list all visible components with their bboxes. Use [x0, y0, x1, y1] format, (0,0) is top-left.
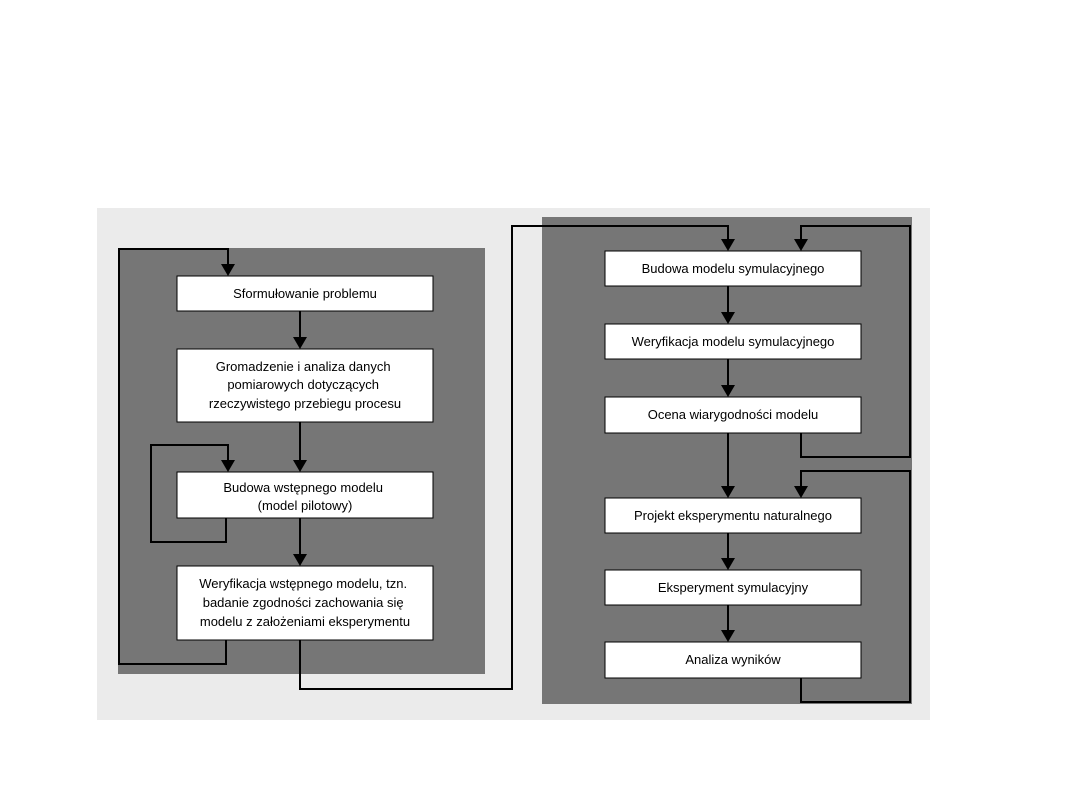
- arrowhead-projekt: [721, 486, 735, 498]
- arrowhead-weryfikacja-wstepnego: [293, 554, 307, 566]
- connector-left-to-right: [299, 225, 729, 690]
- arrowhead-weryfikacja-symulacyjnego: [721, 312, 735, 324]
- arrowhead-projekt-loop: [794, 486, 808, 498]
- loop-line-left-outer: [118, 248, 229, 665]
- arrowhead-analiza: [721, 630, 735, 642]
- loop-line-right-bottom: [800, 470, 911, 703]
- box-projekt-eksperymentu-label: Projekt eksperymentu naturalnego: [634, 508, 832, 523]
- box-analiza-wynikow-label: Analiza wyników: [685, 652, 781, 667]
- arrowhead-gromadzenie: [293, 337, 307, 349]
- box-analiza-wynikow: [604, 641, 862, 679]
- box-budowa-symulacyjnego: [604, 250, 862, 287]
- box-weryfikacja-symulacyjnego-label: Weryfikacja modelu symulacyjnego: [632, 334, 835, 349]
- loop-line-right-top: [800, 225, 911, 458]
- arrowhead-budowa-wstepnego-top: [293, 460, 307, 472]
- box-weryfikacja-wstepnego-label: Weryfikacja wstępnego modelu, tzn. badan…: [199, 576, 411, 629]
- box-budowa-wstepnego-label: Budowa wstępnego modelu (model pilotowy): [223, 480, 386, 513]
- box-sformulowanie-label: Sformułowanie problemu: [233, 286, 377, 301]
- box-budowa-wstepnego: [176, 471, 434, 519]
- box-weryfikacja-symulacyjnego: [604, 323, 862, 360]
- box-ocena-wiarygodnosci: [604, 396, 862, 434]
- arrowhead-budowa-wstepnego-loop: [221, 460, 235, 472]
- arrowhead-eksperyment: [721, 558, 735, 570]
- box-eksperyment-symulacyjny: [604, 569, 862, 606]
- box-gromadzenie: [176, 348, 434, 423]
- box-projekt-eksperymentu: [604, 497, 862, 534]
- box-ocena-wiarygodnosci-label: Ocena wiarygodności modelu: [648, 407, 819, 422]
- box-gromadzenie-label: Gromadzenie i analiza danych pomiarowych…: [209, 359, 401, 411]
- arrowhead-sformulowanie: [221, 264, 235, 276]
- box-sformulowanie: [176, 275, 434, 312]
- box-budowa-symulacyjnego-label: Budowa modelu symulacyjnego: [642, 261, 825, 276]
- box-eksperyment-symulacyjny-label: Eksperyment symulacyjny: [658, 580, 809, 595]
- box-weryfikacja-wstepnego: [176, 565, 434, 641]
- arrowhead-ocena: [721, 385, 735, 397]
- loop-line-left-inner: [150, 444, 229, 543]
- arrowhead-budowa-symulacyjnego-loop: [794, 239, 808, 251]
- arrowhead-budowa-symulacyjnego: [721, 239, 735, 251]
